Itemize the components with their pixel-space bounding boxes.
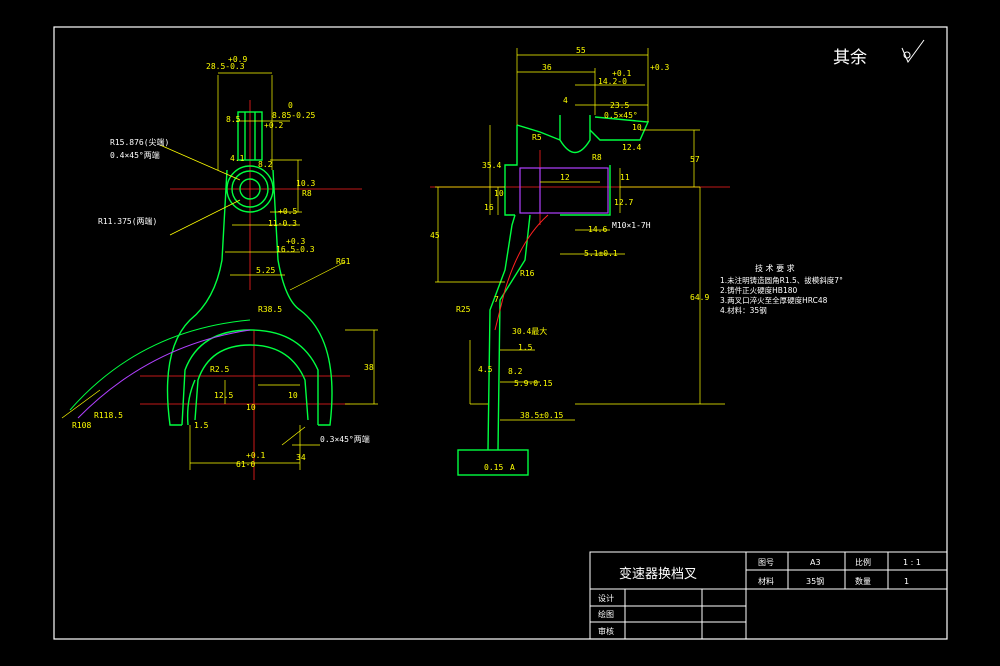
dim-fv-r11-375: R11.375(两端): [98, 216, 157, 226]
design-label: 设计: [598, 593, 614, 603]
dim-fv-10-3: 10.3: [296, 179, 315, 188]
dim-sv-11: 11: [620, 173, 630, 182]
dim-fv-61: 61-0: [236, 460, 255, 469]
dim-fv-10a: 10: [246, 403, 256, 412]
material-value: 35钢: [806, 576, 824, 586]
dim-sv-0-3: +0.3: [650, 63, 669, 72]
dim-sv-r8: R8: [592, 153, 602, 162]
dim-sv-35-4: 35.4: [482, 161, 501, 170]
dim-sv-0-1: +0.1: [612, 69, 631, 78]
dim-fv-r8: R8: [302, 189, 312, 198]
dim-sv-5-9: 5.9-0.15: [514, 379, 553, 388]
dim-sv-4: 4: [563, 96, 568, 105]
dim-fv-r108: R108: [72, 421, 91, 430]
dim-sv-64-9: 64.9: [690, 293, 709, 302]
dim-sv-45: 45: [430, 231, 440, 240]
dim-fv-r38-5: R38.5: [258, 305, 282, 314]
dim-fv-16-5: 16.5-0.3: [276, 245, 315, 254]
dim-sv-12-7: 12.7: [614, 198, 633, 207]
technical-requirements: 技 术 要 求 1.未注明铸造圆角R1.5、拔模斜度7° 2.铸件正火硬度HB1…: [720, 263, 843, 315]
material-label: 材料: [758, 576, 774, 586]
dim-sv-10b: 10: [494, 189, 504, 198]
dim-fv-5-25: 5.25: [256, 266, 275, 275]
dim-sv-r5: R5: [532, 133, 542, 142]
drawing-no-label: 图号: [758, 558, 774, 567]
dim-fv-34: 34: [296, 453, 306, 462]
roughness-symbol: [901, 39, 925, 64]
dim-sv-7: 7: [494, 295, 499, 304]
dim-sv-38-5: 38.5±0.15: [520, 411, 564, 420]
tech-req-item-1: 1.未注明铸造圆角R1.5、拔模斜度7°: [720, 275, 843, 285]
dim-fv-8-5: 8.5: [226, 115, 241, 124]
dim-fv-0-2: +0.2: [264, 121, 283, 130]
dim-sv-23-5: 23.5: [610, 101, 629, 110]
dim-fv-10b: 10: [288, 391, 298, 400]
qty-value: 1: [904, 577, 909, 586]
dim-sv-5-1: 5.1±0.1: [584, 249, 618, 258]
part-name: 变速器换档叉: [619, 566, 697, 582]
scale-value: 1 : 1: [903, 558, 921, 567]
dim-sv-55: 55: [576, 46, 586, 55]
draw-label: 绘图: [598, 609, 614, 619]
front-view: +0.9 28.5-0.3 0 8.85-0.25 8.5 +0.2 4.1 8…: [61, 55, 378, 480]
dim-fv-28-5: 28.5-0.3: [206, 62, 245, 71]
dim-fv-0-3: +0.3: [286, 237, 305, 246]
dim-fv-8-85: 8.85-0.25: [272, 111, 316, 120]
tech-req-item-2: 2.铸件正火硬度HB180: [720, 285, 797, 295]
dim-sv-14-6: 14.6: [588, 225, 607, 234]
dim-fv-r2-5: R2.5: [210, 365, 229, 374]
dim-sv-36: 36: [542, 63, 552, 72]
dim-sv-4-5: 4.5: [478, 365, 493, 374]
dim-sv-r25: R25: [456, 305, 471, 314]
dim-fv-1-5: 1.5: [194, 421, 209, 430]
dim-fv-4-1: 4.1: [230, 154, 245, 163]
drawing-no: A3: [810, 558, 821, 567]
dim-fv-0-5: +0.5: [278, 207, 297, 216]
dim-fv-38: 38: [364, 363, 374, 372]
dim-fv-8-2: 8.2: [258, 160, 273, 169]
tech-req-item-4: 4.材料：35钢: [720, 305, 767, 315]
dim-sv-datum-a: A: [510, 463, 515, 472]
dim-sv-8-2: 8.2: [508, 367, 523, 376]
tech-req-item-3: 3.两叉口淬火至全厚硬度HRC48: [720, 295, 828, 305]
drawing-frame: [53, 26, 948, 640]
title-block: [589, 551, 948, 640]
dim-sv-30-4: 30.4最大: [512, 326, 547, 336]
dim-sv-0-15: 0.15: [484, 463, 503, 472]
dim-sv-57: 57: [690, 155, 700, 164]
tech-req-heading: 技 术 要 求: [755, 263, 795, 273]
dim-fv-chamfer: 0.4×45°两端: [110, 150, 160, 160]
dim-fv-r61: R61: [336, 257, 351, 266]
check-label: 审核: [598, 626, 614, 636]
dim-sv-14-2: 14.2-0: [598, 77, 627, 86]
qty-label: 数量: [855, 576, 871, 586]
scale-label: 比例: [855, 557, 871, 567]
dim-fv-r118-5: R118.5: [94, 411, 123, 420]
dim-sv-1-5: 1.5: [518, 343, 533, 352]
dim-fv-11: 11-0.3: [268, 219, 297, 228]
dim-fv-r15-876: R15.876(尖端): [110, 137, 169, 147]
dim-sv-12-4: 12.4: [622, 143, 641, 152]
side-view: 55 36 +0.1 14.2-0 +0.3 4 23.5 10 0.5×45°…: [430, 46, 730, 476]
dim-sv-12: 12: [560, 173, 570, 182]
dim-sv-10: 10: [632, 123, 642, 132]
dim-fv-0: 0: [288, 101, 293, 110]
dim-sv-thread: M10×1-7H: [612, 221, 651, 230]
surface-finish-title: 其余: [833, 48, 867, 68]
dim-sv-r16: R16: [520, 269, 535, 278]
dim-fv-chamfer2: 0.3×45°两端: [320, 434, 370, 444]
dim-fv-0-1: +0.1: [246, 451, 265, 460]
dim-sv-chamfer: 0.5×45°: [604, 111, 638, 120]
dim-fv-12-5: 12.5: [214, 391, 233, 400]
dim-fv-0-9: +0.9: [228, 55, 247, 64]
dim-sv-16: 16: [484, 203, 494, 212]
